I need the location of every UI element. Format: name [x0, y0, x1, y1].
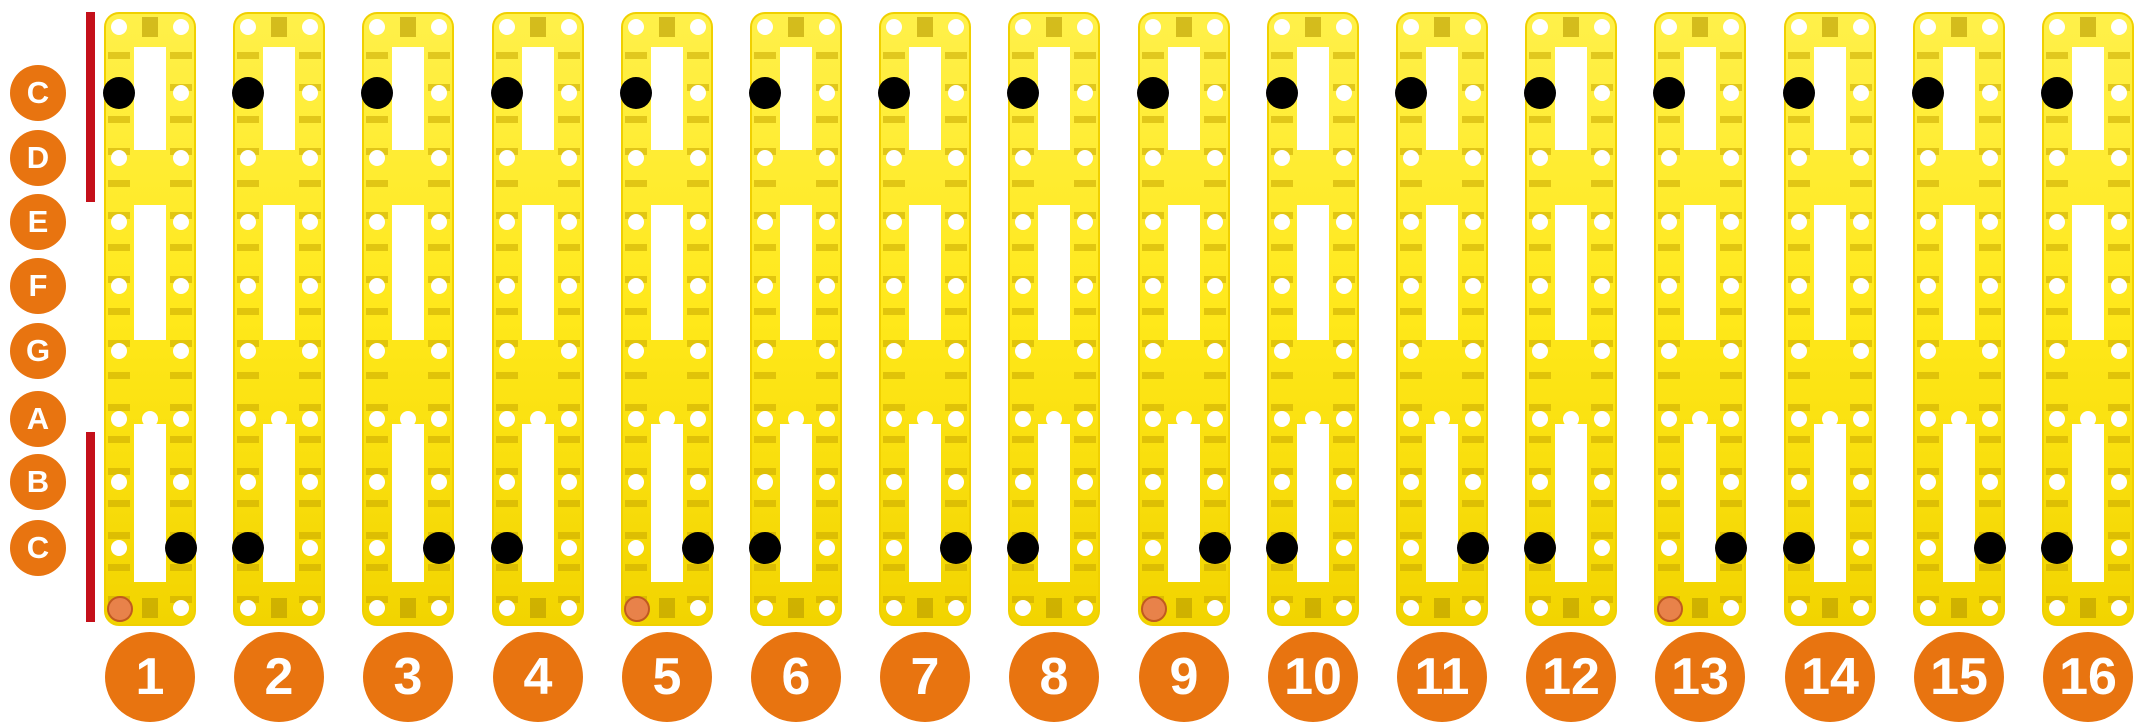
start-marker	[624, 596, 650, 622]
peg-top	[878, 77, 910, 109]
peg-top	[1653, 77, 1685, 109]
peg-top	[2041, 77, 2073, 109]
peg-top	[1912, 77, 1944, 109]
peg-bottom	[232, 532, 264, 564]
note-label: C	[10, 65, 66, 121]
range-bar-bottom	[86, 432, 95, 622]
peg-bottom	[940, 532, 972, 564]
step-number-label: 6	[751, 632, 841, 722]
note-label: G	[10, 323, 66, 379]
peg-top	[1007, 77, 1039, 109]
step-number-label: 9	[1139, 632, 1229, 722]
step-number-label: 13	[1655, 632, 1745, 722]
peg-bottom	[423, 532, 455, 564]
peg-bottom	[1524, 532, 1556, 564]
peg-bottom	[749, 532, 781, 564]
note-label: C	[10, 520, 66, 576]
peg-bottom	[1266, 532, 1298, 564]
peg-bottom	[165, 532, 197, 564]
step-number-label: 3	[363, 632, 453, 722]
peg-top	[1783, 77, 1815, 109]
step-number-label: 4	[493, 632, 583, 722]
peg-top	[620, 77, 652, 109]
peg-top	[491, 77, 523, 109]
peg-bottom	[1007, 532, 1039, 564]
peg-bottom	[1199, 532, 1231, 564]
note-label: B	[10, 454, 66, 510]
peg-top	[1266, 77, 1298, 109]
peg-top	[361, 77, 393, 109]
peg-top	[1137, 77, 1169, 109]
peg-bottom	[1974, 532, 2006, 564]
step-number-label: 1	[105, 632, 195, 722]
start-marker	[107, 596, 133, 622]
peg-top	[103, 77, 135, 109]
note-label: D	[10, 130, 66, 186]
peg-bottom	[682, 532, 714, 564]
step-number-label: 10	[1268, 632, 1358, 722]
peg-bottom	[1715, 532, 1747, 564]
range-bar-top	[86, 12, 95, 202]
peg-top	[232, 77, 264, 109]
step-number-label: 14	[1785, 632, 1875, 722]
note-label: A	[10, 391, 66, 447]
step-number-label: 7	[880, 632, 970, 722]
step-number-label: 15	[1914, 632, 2004, 722]
note-label: E	[10, 194, 66, 250]
peg-top	[1524, 77, 1556, 109]
peg-top	[749, 77, 781, 109]
step-number-label: 12	[1526, 632, 1616, 722]
step-number-label: 5	[622, 632, 712, 722]
step-number-label: 16	[2043, 632, 2133, 722]
start-marker	[1657, 596, 1683, 622]
step-number-label: 8	[1009, 632, 1099, 722]
peg-top	[1395, 77, 1427, 109]
step-number-label: 2	[234, 632, 324, 722]
step-number-label: 11	[1397, 632, 1487, 722]
peg-bottom	[2041, 532, 2073, 564]
peg-bottom	[1457, 532, 1489, 564]
peg-bottom	[1783, 532, 1815, 564]
note-label: F	[10, 258, 66, 314]
peg-bottom	[491, 532, 523, 564]
start-marker	[1141, 596, 1167, 622]
